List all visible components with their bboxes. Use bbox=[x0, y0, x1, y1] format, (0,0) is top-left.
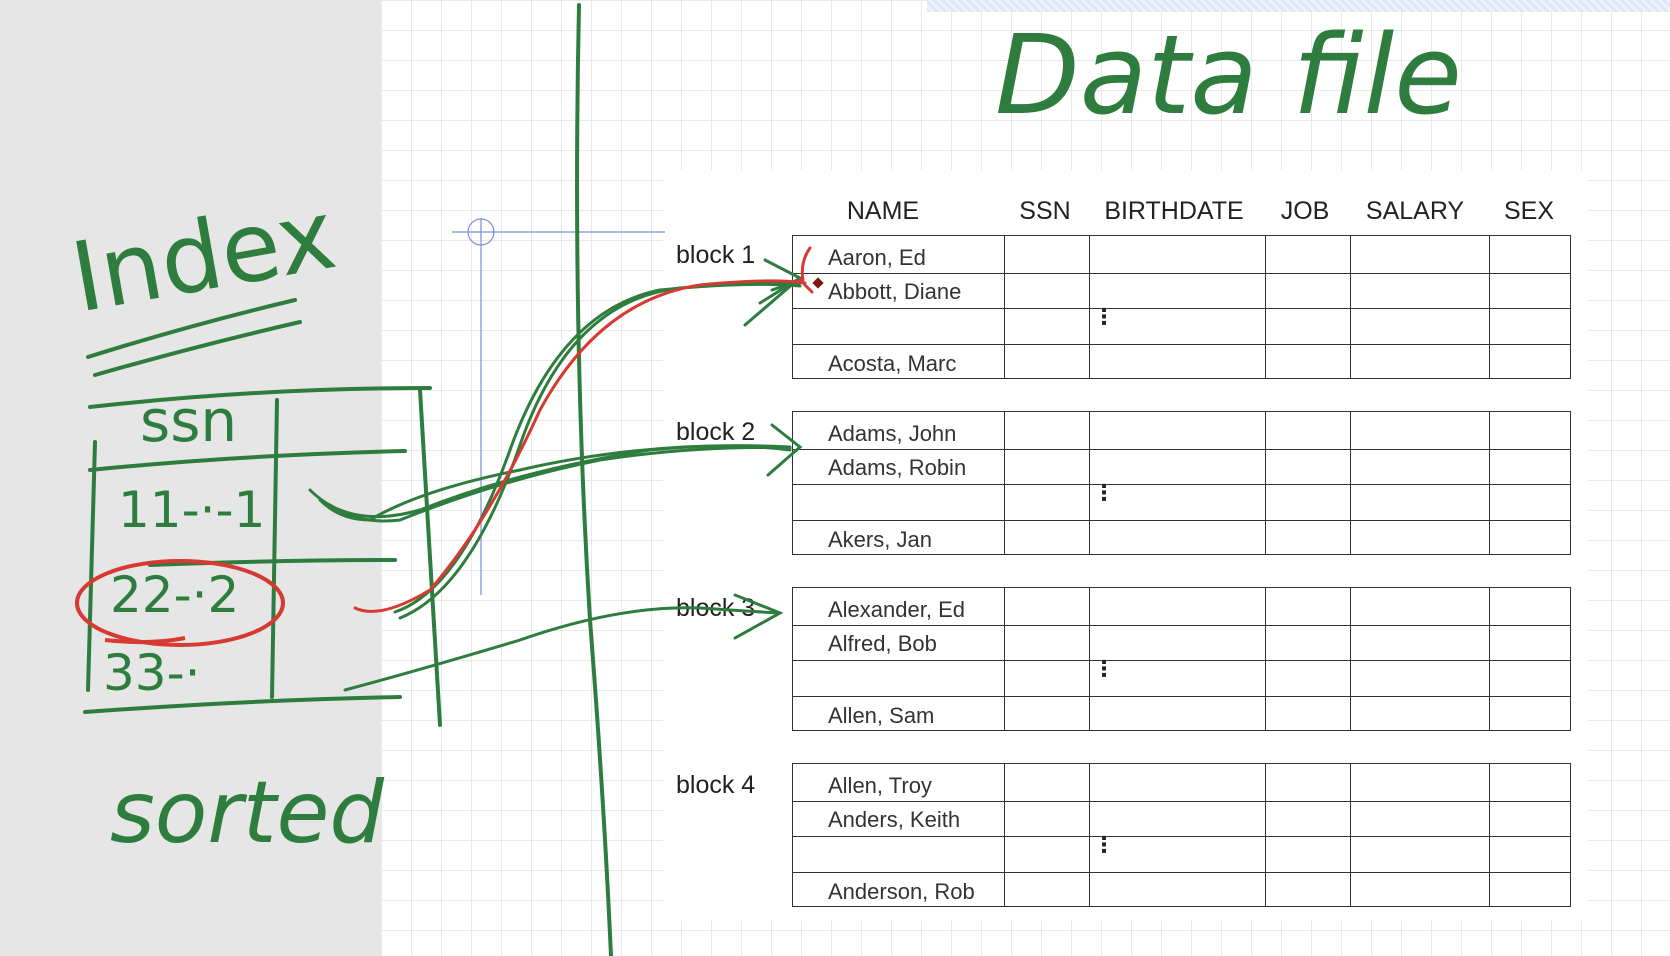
left-panel bbox=[0, 0, 381, 956]
block-label-2: block 2 bbox=[676, 418, 756, 446]
crosshair-guide bbox=[452, 218, 665, 595]
name-cell: Aaron, Ed bbox=[828, 245, 926, 270]
ellipsis-row: ⋮ bbox=[793, 834, 1570, 872]
separator-line bbox=[575, 3, 613, 956]
block-label-1: block 1 bbox=[676, 241, 756, 269]
selection-strip bbox=[927, 0, 1670, 12]
pointer-arrows bbox=[308, 258, 804, 692]
index-table-lines bbox=[83, 386, 442, 727]
data-block-4: Allen, Troy Anders, Keith ⋮ Anderson, Ro… bbox=[792, 763, 1571, 907]
name-cell: Allen, Sam bbox=[828, 703, 935, 728]
index-entry-1: 11-·-1 bbox=[118, 481, 266, 539]
table-row: Adams, Robin bbox=[793, 449, 1570, 484]
column-header-salary: SALARY bbox=[1365, 197, 1465, 225]
column-header-name: NAME bbox=[846, 197, 920, 225]
table-row: Akers, Jan bbox=[793, 520, 1570, 556]
name-cell: Anders, Keith bbox=[828, 807, 961, 832]
red-pointer-arrow bbox=[353, 246, 814, 613]
table-row: Alfred, Bob bbox=[793, 625, 1570, 660]
ellipsis-row: ⋮ bbox=[793, 306, 1570, 344]
index-entry-2: 22-·2 bbox=[110, 566, 240, 624]
column-header-sex: SEX bbox=[1503, 197, 1555, 225]
diagram-title: Data file bbox=[995, 11, 1462, 139]
table-row: Alexander, Ed bbox=[793, 588, 1570, 626]
name-cell: Alfred, Bob bbox=[828, 631, 937, 656]
index-entry-3: 33-· bbox=[103, 644, 201, 702]
ellipsis-row: ⋮ bbox=[793, 658, 1570, 696]
table-row: Aaron, Ed bbox=[793, 236, 1570, 274]
data-block-2: Adams, John Adams, Robin ⋮ Akers, Jan bbox=[792, 411, 1571, 555]
column-header-job: JOB bbox=[1280, 197, 1330, 225]
table-row: Adams, John bbox=[793, 412, 1570, 450]
column-header-birthdate: BIRTHDATE bbox=[1104, 197, 1244, 225]
table-row: Allen, Troy bbox=[793, 764, 1570, 802]
name-cell: Anderson, Rob bbox=[828, 879, 975, 904]
table-row: Allen, Sam bbox=[793, 696, 1570, 732]
table-row: Anders, Keith bbox=[793, 801, 1570, 836]
title-underline bbox=[86, 298, 302, 377]
highlight-underline bbox=[104, 636, 186, 645]
name-cell: Alexander, Ed bbox=[828, 597, 965, 622]
data-block-3: Alexander, Ed Alfred, Bob ⋮ Allen, Sam bbox=[792, 587, 1571, 731]
table-row: Anderson, Rob bbox=[793, 872, 1570, 908]
name-cell: Akers, Jan bbox=[828, 527, 932, 552]
name-cell: Adams, John bbox=[828, 421, 957, 446]
sorted-note: sorted bbox=[110, 763, 384, 863]
table-row: Abbott, Diane bbox=[793, 273, 1570, 308]
index-column-header: ssn bbox=[140, 387, 238, 455]
highlight-circle bbox=[75, 559, 285, 647]
data-block-1: Aaron, Ed Abbott, Diane ⋮ Acosta, Marc bbox=[792, 235, 1571, 379]
name-cell: Allen, Troy bbox=[828, 773, 932, 798]
name-cell: Abbott, Diane bbox=[828, 279, 962, 304]
table-row: Acosta, Marc bbox=[793, 344, 1570, 380]
selection-marker bbox=[812, 277, 824, 289]
column-header-ssn: SSN bbox=[1019, 197, 1071, 225]
name-cell: Adams, Robin bbox=[828, 455, 967, 480]
ellipsis-row: ⋮ bbox=[793, 482, 1570, 520]
block-label-4: block 4 bbox=[676, 771, 756, 799]
name-cell: Acosta, Marc bbox=[828, 351, 957, 376]
